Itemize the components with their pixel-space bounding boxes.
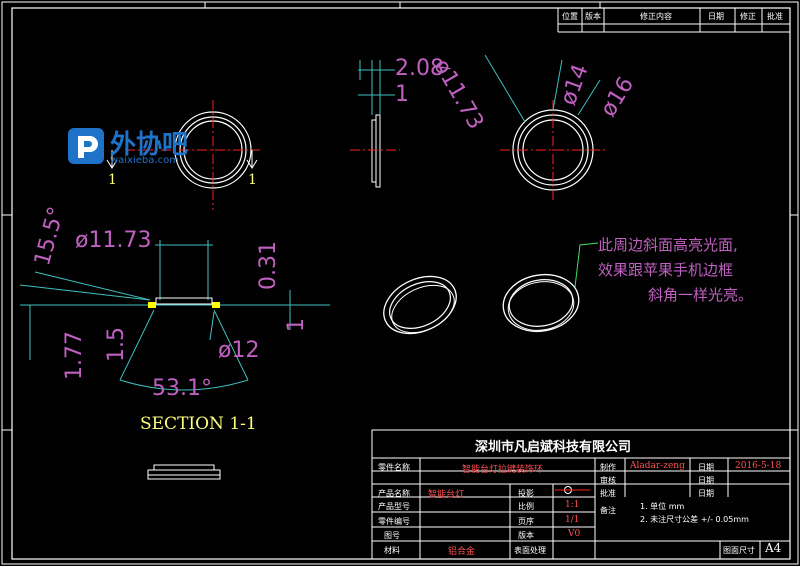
scale-value: 1:1 [565, 500, 580, 510]
front-view-ring [106, 100, 260, 210]
iso-view-right [502, 242, 599, 333]
revision-table [557, 7, 791, 33]
part-no-label: 零件编号 [378, 517, 410, 526]
section-label: SECTION 1-1 [140, 414, 257, 434]
company-name: 深圳市凡启斌科技有限公司 [475, 440, 632, 455]
version-label: 版本 [518, 531, 534, 540]
approve-label: 批准 [600, 489, 616, 498]
rev-header-content: 修正内容 [640, 12, 672, 21]
dim-thickness-2-08: 2.08 [395, 56, 444, 81]
dim-1-5: 1.5 [104, 327, 129, 362]
part-name-label: 零件名称 [378, 463, 410, 472]
page-value: 1/1 [565, 515, 580, 525]
paper-size-label: 图面尺寸 [723, 546, 755, 555]
note-line-1: 1. 单位 mm [640, 502, 685, 511]
material-label: 材料 [384, 546, 400, 555]
dim-angle-53-1: 53.1° [152, 376, 212, 401]
side-view [350, 60, 400, 188]
material-value: 铝合金 [448, 547, 476, 557]
top-view-ring [484, 54, 606, 200]
section-view [19, 240, 330, 391]
rev-header-position: 位置 [562, 12, 578, 21]
product-name-label: 产品名称 [378, 489, 410, 498]
maker-value: Aladar-zeng [630, 461, 685, 471]
dim-section-dia-12: ø12 [218, 338, 260, 363]
surface-note-line-1: 此周边斜面高亮光面, [598, 236, 738, 254]
iso-view-left [383, 275, 457, 335]
review-label: 审核 [600, 476, 616, 485]
surface-note-line-3: 斜角一样光亮。 [648, 286, 754, 304]
dim-0-31: 0.31 [256, 241, 281, 290]
bottom-view [147, 464, 221, 480]
note-line-2: 2. 未注尺寸公差 +/- 0.05mm [640, 515, 749, 524]
title-block [371, 429, 791, 560]
logo-icon [68, 128, 104, 164]
notes-label: 备注 [600, 506, 616, 515]
drawing-no-label: 图号 [384, 531, 400, 540]
version-value: V0 [568, 529, 581, 539]
part-name-value: 智能台灯拉键装饰环 [462, 465, 544, 475]
dim-section-dia-11-73: ø11.73 [75, 228, 152, 253]
rev-header-approve: 批准 [767, 12, 783, 21]
surface-note-line-2: 效果跟苹果手机边框 [598, 261, 734, 279]
date-value: 2016-5-18 [735, 461, 782, 471]
approve-date-label: 日期 [698, 489, 714, 498]
make-label: 制作 [600, 463, 616, 472]
logo-url: waixieba.com [110, 155, 179, 166]
surface-label: 表面处理 [514, 546, 546, 555]
product-name-value: 智能台灯 [428, 490, 465, 500]
dim-thickness-1: 1 [395, 82, 409, 107]
rev-header-revise: 修正 [740, 12, 756, 21]
logo-name: 外协吧 [110, 130, 189, 160]
paper-size-value: A4 [765, 541, 782, 555]
projection-label: 投影 [518, 489, 534, 498]
date-label: 日期 [698, 463, 714, 472]
section-mark-left: 1 [108, 172, 117, 188]
rev-header-date: 日期 [708, 12, 724, 21]
section-mark-right: 1 [248, 172, 257, 188]
dim-right-1: 1 [284, 318, 309, 332]
rev-header-version: 版本 [585, 12, 601, 21]
scale-label: 比例 [518, 502, 534, 511]
note-leader [574, 242, 599, 288]
product-model-label: 产品型号 [378, 502, 410, 511]
review-date-label: 日期 [698, 476, 714, 485]
dim-1-77: 1.77 [62, 331, 87, 380]
page-label: 页序 [518, 517, 534, 526]
